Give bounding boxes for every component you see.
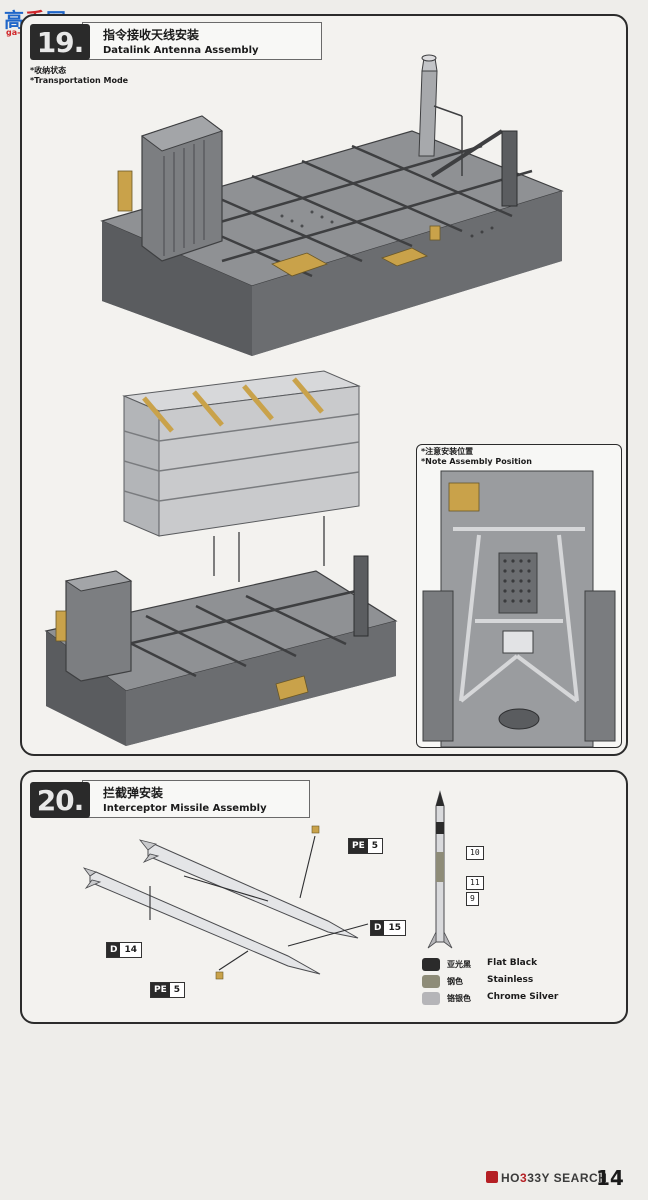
part-tag-10: 10 (466, 846, 484, 860)
step-19-number: 19. (30, 24, 90, 60)
legend-stainless: 钢色 Stainless (422, 973, 582, 990)
step-19-panel: 指令接收天线安装 Datalink Antenna Assembly 19. *… (20, 14, 628, 756)
launcher-lower-illustration (44, 555, 398, 746)
missile-container-stack (122, 370, 361, 582)
transport-mode-en: *Transportation Mode (30, 76, 129, 85)
assembly-position-note: *注意安装位置 *Note Assembly Position (421, 447, 532, 467)
step-20-panel: 拦截弹安装 Interceptor Missile Assembly 20. P… (20, 770, 628, 1024)
step-20-title-en: Interceptor Missile Assembly (103, 803, 267, 814)
transport-mode-zh: *收纳状态 (30, 66, 67, 75)
page-number: 14 (596, 1166, 624, 1190)
interceptor-missiles-illustration (82, 825, 369, 980)
assembly-position-zh: *注意安装位置 (421, 447, 474, 456)
top-view-illustration (422, 470, 616, 748)
part-tag-9: 9 (466, 892, 479, 906)
swatch-flat-black (422, 958, 440, 971)
transport-mode-note: *收纳状态 *Transportation Mode (30, 66, 128, 86)
assembly-position-en: *Note Assembly Position (421, 457, 532, 466)
step-19-title-box: 指令接收天线安装 Datalink Antenna Assembly (82, 22, 322, 60)
step-19-title-zh: 指令接收天线安装 (103, 28, 200, 42)
launcher-upper-illustration (100, 54, 564, 356)
swatch-chrome-silver (422, 992, 440, 1005)
paint-legend: 亚光黑 Flat Black 钢色 Stainless 铬银色 Chrome S… (422, 956, 582, 1007)
legend-flat-black: 亚光黑 Flat Black (422, 956, 582, 973)
step-20-title-box: 拦截弹安装 Interceptor Missile Assembly (82, 780, 310, 818)
hobbysearch-icon (486, 1171, 498, 1183)
step-19-title-en: Datalink Antenna Assembly (103, 45, 259, 56)
legend-chrome-silver: 铬银色 Chrome Silver (422, 990, 582, 1007)
step-20-number: 20. (30, 782, 90, 818)
missile-color-guide-illustration (427, 790, 453, 949)
swatch-stainless (422, 975, 440, 988)
step-20-title-zh: 拦截弹安装 (103, 786, 164, 800)
hobbysearch-logo: HO333Y SEARCH (486, 1171, 607, 1185)
assembly-position-inset: *注意安装位置 *Note Assembly Position (416, 444, 622, 748)
part-tag-11: 11 (466, 876, 484, 890)
